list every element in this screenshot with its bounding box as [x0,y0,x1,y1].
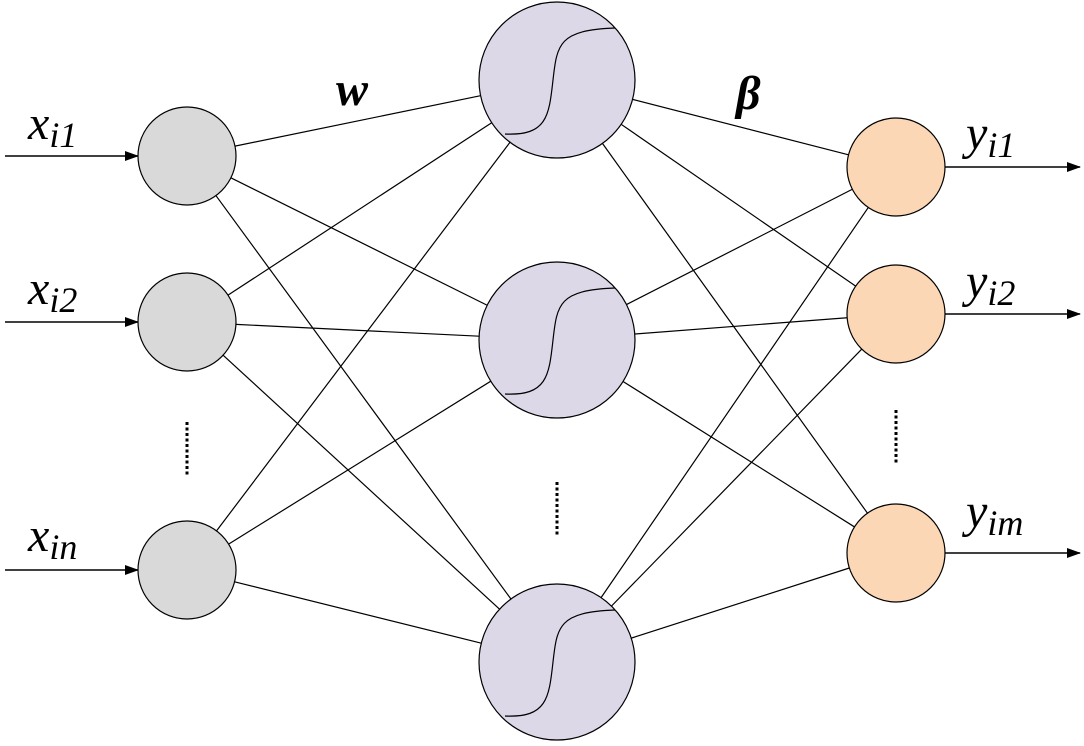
input-node-1 [137,106,237,206]
edge-input2-hidden2 [235,323,480,337]
edge-input3-hidden2 [228,380,492,545]
output-label-m: yim [966,485,1024,543]
sigmoid-curve-icon [504,287,616,395]
ellipsis-dots [185,410,898,535]
hidden-node-circle [478,583,636,741]
edge-input2-hidden3 [222,354,500,610]
edge-hidden3-output2 [610,348,863,607]
edge-input3-hidden1 [216,141,511,532]
edge-hidden2-output1 [626,188,853,306]
output-node-1 [846,117,946,217]
connection-edges [215,95,869,644]
edge-hidden3-output3 [631,567,850,639]
input-node-3 [137,520,237,620]
hidden-node-1 [478,1,636,159]
hidden-node-3 [478,583,636,741]
edge-input1-hidden1 [234,95,481,147]
io-arrows [5,151,1081,575]
input-vertical-dots-icon [185,422,189,475]
edge-hidden1-output1 [632,98,849,156]
input-label-n: xin [28,509,78,567]
edge-hidden1-output2 [620,123,857,287]
hidden-node-2 [478,261,636,419]
edge-input3-hidden3 [234,581,482,644]
edge-hidden1-output3 [601,143,868,514]
weight-label-beta: β [736,67,761,120]
edge-input2-hidden1 [227,122,493,296]
output-label-2: yi2 [966,255,1016,313]
network-nodes [137,1,946,741]
output-node-3 [846,503,946,603]
output-label-1: yi1 [966,107,1016,165]
edge-hidden2-output3 [622,380,855,528]
edge-hidden2-output2 [634,317,848,335]
weight-label-w: w [336,63,369,116]
output-vertical-dots-icon [894,410,898,463]
hidden-vertical-dots-icon [555,482,559,535]
hidden-node-circle [478,261,636,419]
input-label-2: xi2 [28,262,78,320]
hidden-node-circle [478,1,636,159]
sigmoid-curve-icon [504,27,616,135]
sigmoid-curve-icon [504,609,616,717]
edge-input1-hidden3 [215,195,512,600]
output-node-2 [846,264,946,364]
input-label-1: xi1 [28,97,78,155]
edge-hidden3-output1 [600,207,869,598]
edge-input1-hidden2 [230,177,488,306]
input-node-2 [137,272,237,372]
